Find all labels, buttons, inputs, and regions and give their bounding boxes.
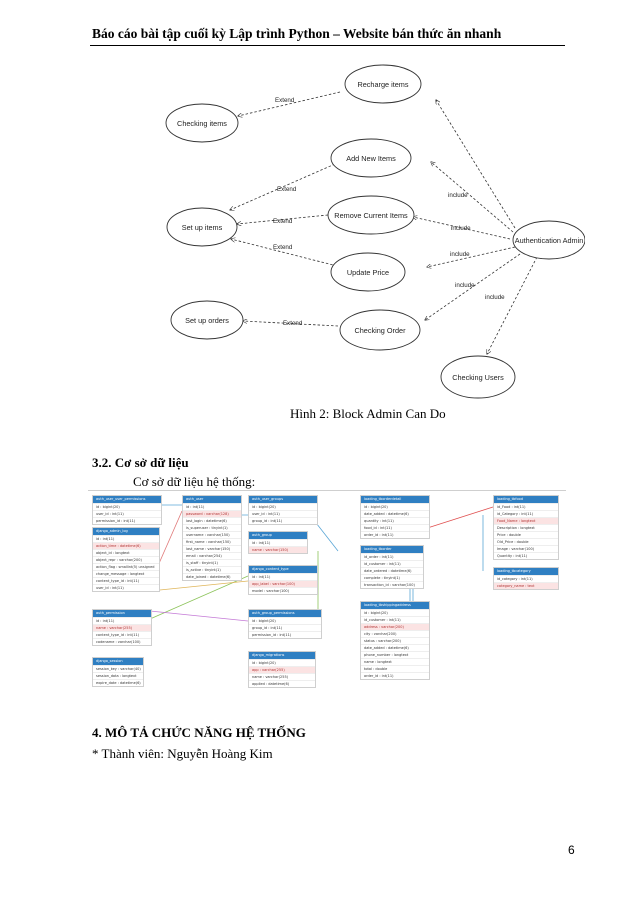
- db-table: loading_tborder id_order : int(11) id_cu…: [360, 545, 424, 589]
- uc-label: Checking items: [177, 119, 227, 128]
- uc-label: Checking Users: [452, 373, 504, 382]
- db-table: loading_tbshippingaddress id : bigint(20…: [360, 601, 430, 680]
- edge-update-setup: [231, 239, 338, 267]
- db-table: loading_tbcategory id_category : int(11)…: [493, 567, 559, 590]
- uc-auth-admin: [512, 220, 585, 260]
- relation-label: Extend: [283, 320, 303, 327]
- relation-label: include: [455, 282, 475, 289]
- relation-label: Extend: [277, 186, 297, 193]
- uc-label: Add New Items: [346, 154, 396, 163]
- uc-label: Recharge items: [357, 80, 408, 89]
- edge-remove-setup: [237, 214, 329, 224]
- db-table: auth_user_user_permissions id : bigint(2…: [92, 495, 162, 525]
- uc-checking-items: [165, 103, 239, 143]
- uc-checking-order: [339, 309, 421, 351]
- db-table: loading_tbfood id_Food : int(11) id_Cate…: [493, 495, 559, 560]
- page-number: 6: [568, 843, 575, 857]
- db-table: auth_user_groups id : bigint(20) user_id…: [248, 495, 318, 525]
- use-case-diagram: Recharge items Checking items Add New It…: [165, 64, 585, 399]
- section-subtitle: Cơ sở dữ liệu hệ thống:: [133, 474, 256, 489]
- db-table: auth_group id : int(11) name : varchar(1…: [248, 531, 308, 554]
- relation-label: include: [450, 251, 470, 258]
- edge-addnew-setup: [230, 163, 336, 210]
- edge-auth-recharge: [436, 100, 516, 229]
- db-table: loading_tborderdetail id : bigint(20) da…: [360, 495, 430, 539]
- uc-set-up-items: [166, 207, 238, 247]
- uc-label: Authentication Admin: [515, 236, 584, 245]
- uc-remove-items: [327, 195, 415, 235]
- uc-checking-users: [440, 355, 516, 399]
- relation-label: Extend: [273, 244, 293, 251]
- edge-checkorder-setuporders: [243, 321, 339, 327]
- section-heading-4: 4. MÔ TẢ CHỨC NĂNG HỆ THỐNG: [92, 725, 306, 740]
- uc-add-new-items: [330, 138, 412, 178]
- edge-auth-addnew: [431, 162, 514, 233]
- relation-label: Extend: [273, 218, 293, 225]
- db-table: auth_group_permissions id : bigint(20) g…: [248, 609, 322, 639]
- uc-set-up-orders: [170, 300, 244, 340]
- edge-auth-users: [487, 256, 538, 354]
- db-table: django_session session_key : varchar(40)…: [92, 657, 144, 687]
- relation-label: Extend: [275, 97, 295, 104]
- relation-label: include: [448, 192, 468, 199]
- db-table: auth_permission id : int(11) name : varc…: [92, 609, 152, 646]
- relation-label: include: [451, 225, 471, 232]
- uc-update-price: [330, 252, 406, 292]
- database-schema-diagram: auth_user_user_permissions id : bigint(2…: [88, 490, 566, 697]
- edge-auth-remove: [413, 217, 511, 240]
- figure-caption: Hình 2: Block Admin Can Do: [290, 406, 446, 421]
- uc-label: Set up items: [182, 223, 223, 232]
- db-table: django_migrations id : bigint(20) app : …: [248, 651, 316, 688]
- header-divider: [90, 45, 565, 46]
- section-heading-3-2: 3.2. Cơ sở dữ liệu: [92, 455, 189, 470]
- edge-recharge-checking: [238, 91, 341, 116]
- uc-label: Update Price: [347, 268, 389, 277]
- running-header: Báo cáo bài tập cuối kỳ Lập trình Python…: [92, 26, 502, 41]
- uc-label: Remove Current Items: [334, 211, 408, 220]
- db-table: auth_user id : int(11) password : varcha…: [182, 495, 242, 581]
- uc-recharge-items: [344, 64, 422, 104]
- edge-auth-update: [427, 246, 516, 267]
- db-table: django_content_type id : int(11) app_lab…: [248, 565, 318, 595]
- uc-label: Set up orders: [185, 316, 229, 325]
- db-table: django_admin_log id : int(11) action_tim…: [92, 527, 160, 592]
- member-line: * Thành viên: Nguyễn Hoàng Kim: [92, 746, 273, 761]
- uc-label: Checking Order: [354, 326, 406, 335]
- relation-label: include: [485, 294, 505, 301]
- edge-auth-checkorder: [425, 253, 521, 320]
